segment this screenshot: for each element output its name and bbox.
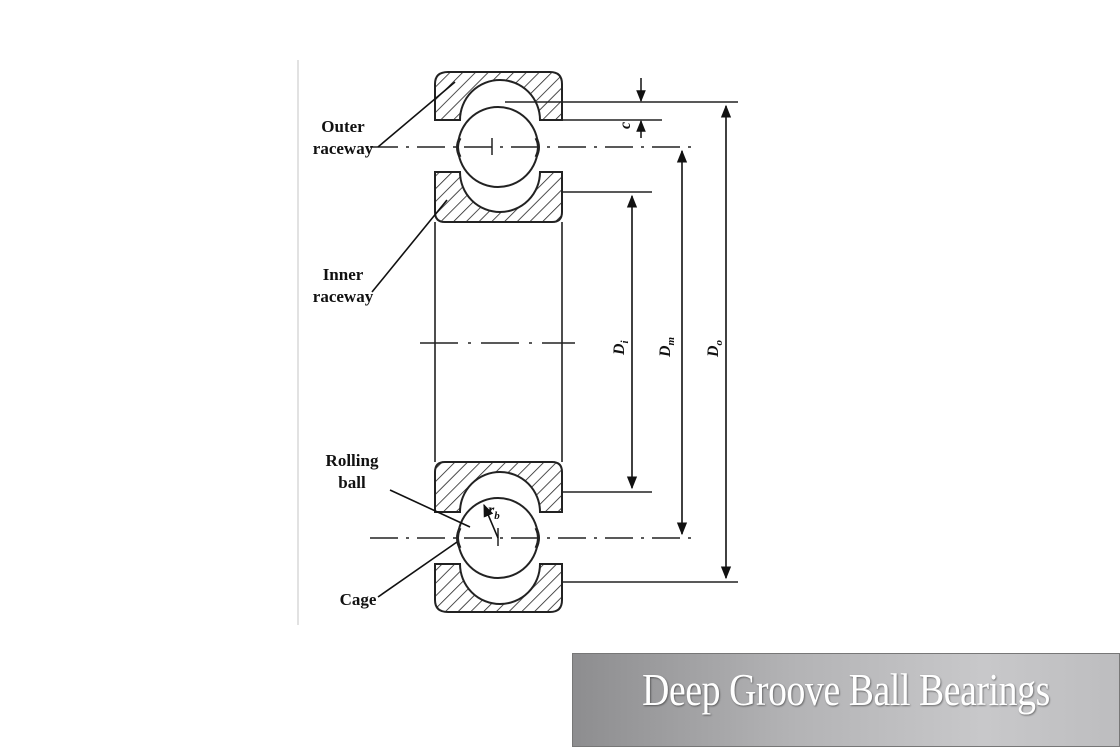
rb-sub: b — [494, 510, 500, 523]
outer-raceway-label-line2: raceway — [312, 139, 374, 158]
outer-raceway-label: Outer raceway — [305, 116, 381, 160]
cage-leader — [377, 541, 458, 598]
dm-sub: m — [665, 336, 678, 346]
c-text: c — [617, 121, 634, 129]
inner-raceway-leader — [371, 199, 448, 293]
top-cage-left — [456, 137, 462, 158]
bottom-cage-left — [456, 527, 462, 549]
top-outer-ring — [434, 71, 563, 121]
di-main: D — [611, 343, 628, 355]
inner-raceway-label-line1: Inner — [322, 265, 364, 284]
rolling-ball-leader — [389, 489, 471, 528]
rb-radius-arrow — [483, 503, 499, 539]
do-sub: o — [713, 339, 726, 346]
top-inner-ring — [434, 171, 563, 223]
title-banner: Deep Groove Ball Bearings — [572, 653, 1120, 747]
dm-dimension-label: Dm — [657, 323, 677, 357]
dm-main: D — [657, 345, 674, 357]
cage-label: Cage — [339, 590, 377, 609]
bottom-outer-ring — [434, 563, 563, 613]
rb-dimension-label: rb — [488, 502, 500, 522]
rolling-ball-label-line1: Rolling — [325, 451, 379, 470]
rolling-ball-label: Rolling ball — [314, 450, 390, 494]
c-dimension-label: c — [617, 115, 637, 129]
inner-raceway-label: Inner raceway — [305, 264, 381, 308]
do-dimension-label: Do — [705, 323, 725, 357]
rb-main: r — [488, 502, 495, 519]
outer-raceway-label-line1: Outer — [321, 117, 365, 136]
outer-raceway-leader — [377, 81, 456, 148]
di-dimension-label: Di — [611, 325, 631, 355]
bottom-inner-ring — [434, 461, 563, 513]
inner-raceway-label-line2: raceway — [312, 287, 374, 306]
rolling-ball-label-line2: ball — [338, 473, 366, 492]
do-main: D — [705, 345, 722, 357]
banner-title: Deep Groove Ball Bearings — [642, 664, 1050, 715]
di-sub: i — [619, 340, 632, 344]
